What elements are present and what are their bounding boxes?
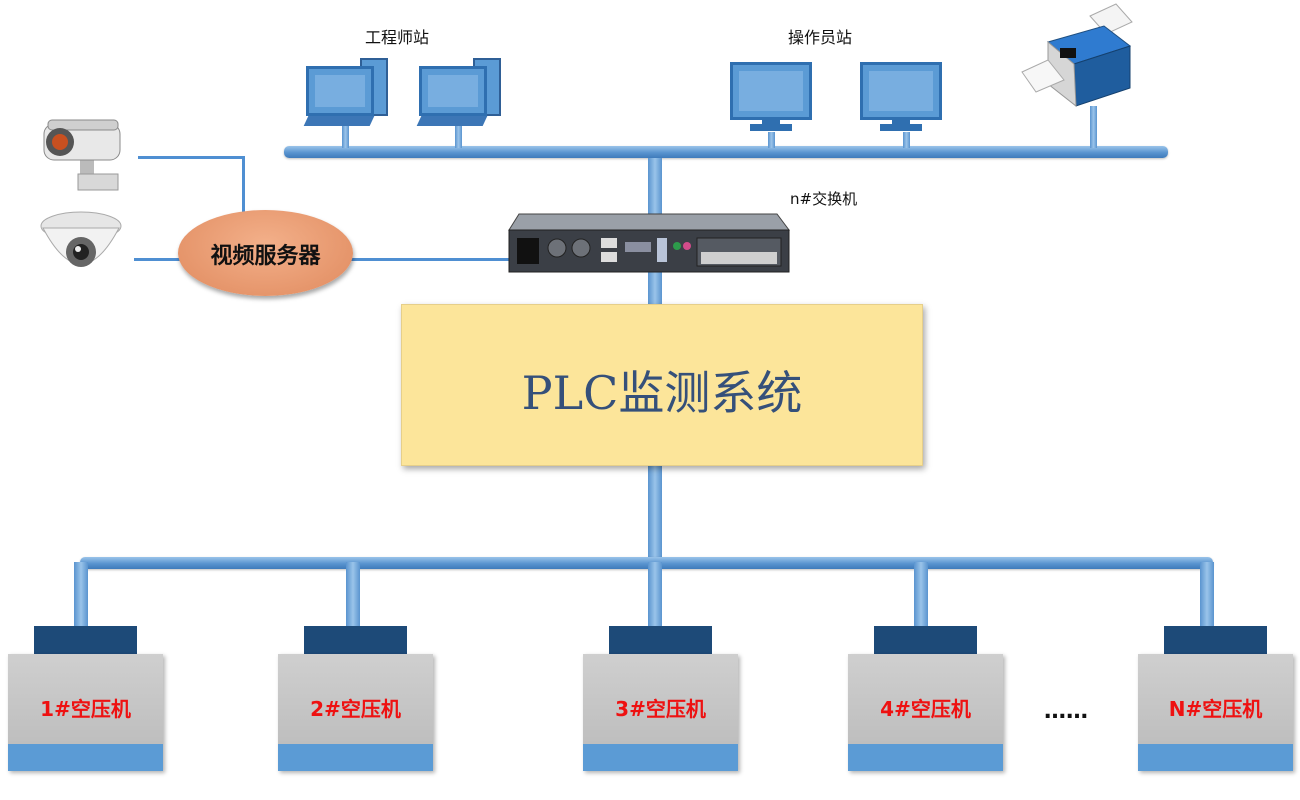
compressor-unit: 3#空压机 — [583, 626, 738, 771]
bus-drop — [903, 132, 910, 148]
operator-station-label: 操作员站 — [788, 28, 853, 47]
compressor-unit: N#空压机 — [1138, 626, 1293, 771]
switch-label: n#交换机 — [790, 190, 858, 208]
video-server-label: 视频服务器 — [210, 244, 321, 269]
bus-drop — [1090, 106, 1097, 148]
trunk-line — [648, 463, 662, 557]
video-server: 视频服务器 — [178, 210, 353, 296]
compressor-drop — [74, 562, 88, 626]
compressor-label: 3#空压机 — [615, 697, 706, 721]
dome-camera-icon — [40, 211, 122, 267]
compressor-drop — [346, 562, 360, 626]
monitor-icon — [860, 62, 942, 134]
desktop-computer-icon — [415, 58, 505, 130]
camera-cable — [134, 258, 180, 261]
compressor-label: 4#空压机 — [880, 697, 971, 721]
monitor-icon — [730, 62, 812, 134]
bottom-network-bus — [80, 557, 1213, 569]
engineer-station-label: 工程师站 — [365, 28, 430, 47]
trunk-line — [648, 158, 662, 218]
compressor-label: N#空压机 — [1168, 697, 1263, 721]
bus-drop — [768, 132, 775, 148]
compressor-drop — [648, 562, 662, 626]
compressor-drop — [914, 562, 928, 626]
bus-drop — [455, 126, 462, 148]
compressor-unit: 4#空压机 — [848, 626, 1003, 771]
compressor-drop — [1200, 562, 1214, 626]
printer-icon — [1021, 3, 1133, 108]
compressor-label: 1#空压机 — [40, 697, 131, 721]
ellipsis-label: …… — [1044, 699, 1088, 724]
compressor-unit: 1#空压机 — [8, 626, 163, 771]
top-network-bus — [284, 146, 1168, 158]
bus-drop — [342, 126, 349, 148]
compressor-unit: 2#空压机 — [278, 626, 433, 771]
compressor-label: 2#空压机 — [310, 697, 401, 721]
video-server-cable — [350, 258, 510, 261]
rack-switch-icon — [508, 213, 790, 273]
camera-cable — [138, 156, 245, 159]
bullet-camera-icon — [43, 119, 121, 191]
plc-monitoring-system-box: PLC监测系统 — [401, 304, 923, 466]
camera-cable — [242, 156, 245, 214]
desktop-computer-icon — [302, 58, 392, 130]
trunk-line — [648, 268, 662, 306]
plc-system-title: PLC监测系统 — [521, 366, 803, 420]
